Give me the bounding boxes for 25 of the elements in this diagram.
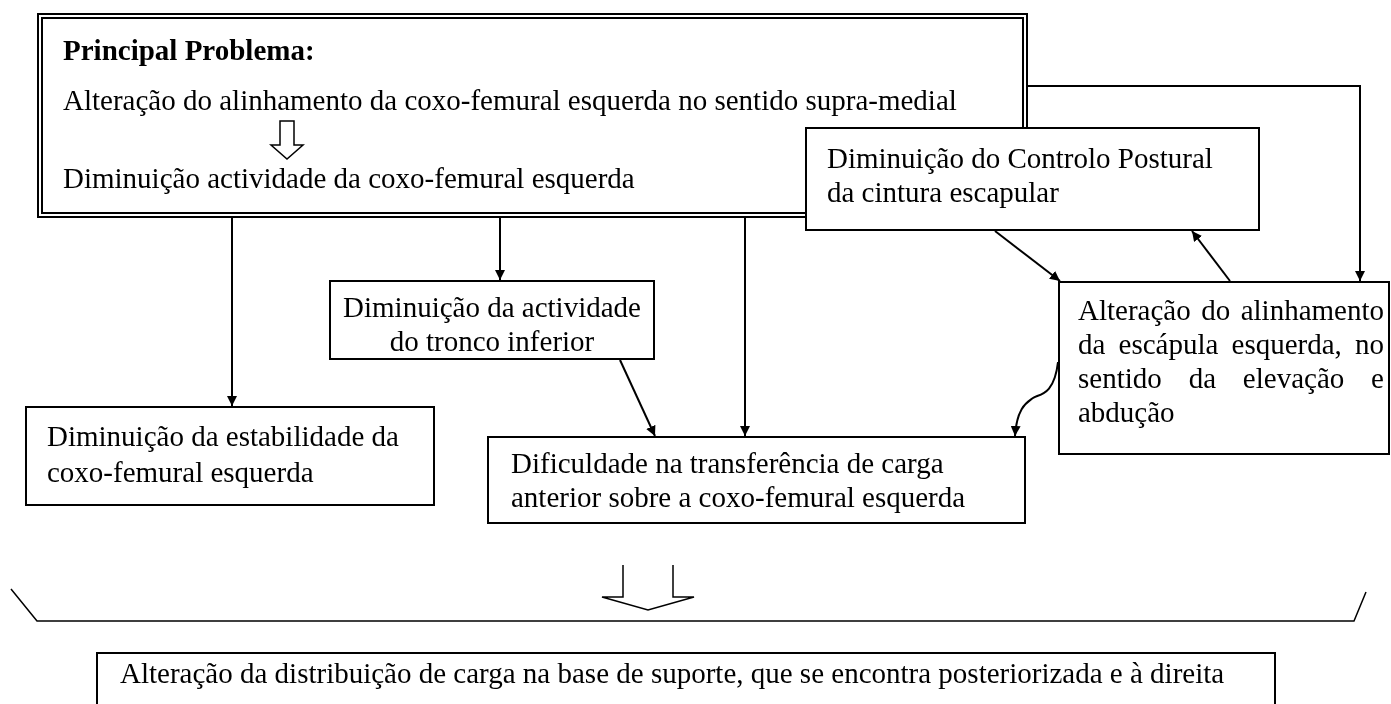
- box-text: Dificuldade na transferência de carga anterior sobre a coxo-femural esquerda: [511, 446, 967, 514]
- box-text: Diminuição do Controlo Postural da cintura escapular: [827, 141, 1214, 209]
- box-heading: Principal Problema:: [63, 33, 316, 67]
- box-text: Alteração da distribuição de carga na base de suporte, que se encontra posteriorizada e à direita: [120, 656, 1226, 690]
- arrow: [740, 217, 750, 437]
- process-box: [329, 280, 655, 360]
- hollow-arrow: [601, 564, 695, 611]
- box-text: Diminuição da actividade do tronco inferior: [342, 290, 642, 358]
- process-box: [805, 127, 1260, 231]
- arrow: [619, 359, 656, 437]
- problem-text: Diminuição actividade da coxo-femural esquerda: [63, 161, 635, 195]
- arrow: [994, 230, 1061, 282]
- hollow-arrow: [269, 120, 305, 160]
- arrow: [495, 217, 505, 281]
- problem-text: Alteração do alinhamento da coxo-femural esquerda no sentido supra-medial: [63, 83, 957, 117]
- process-box: [25, 406, 435, 506]
- arrow: [1191, 230, 1231, 282]
- process-box: [96, 652, 1276, 704]
- arrow: [1011, 361, 1059, 437]
- box-text: Alteração do alinhamento da escápula esquerda, no sentido da elevação e abdução: [1078, 293, 1384, 429]
- process-box: [1058, 281, 1390, 455]
- arrow: [227, 217, 237, 407]
- process-box: [487, 436, 1026, 524]
- arrow: [1027, 85, 1365, 282]
- box-text: Diminuição da estabilidade da coxo-femural esquerda: [47, 419, 400, 490]
